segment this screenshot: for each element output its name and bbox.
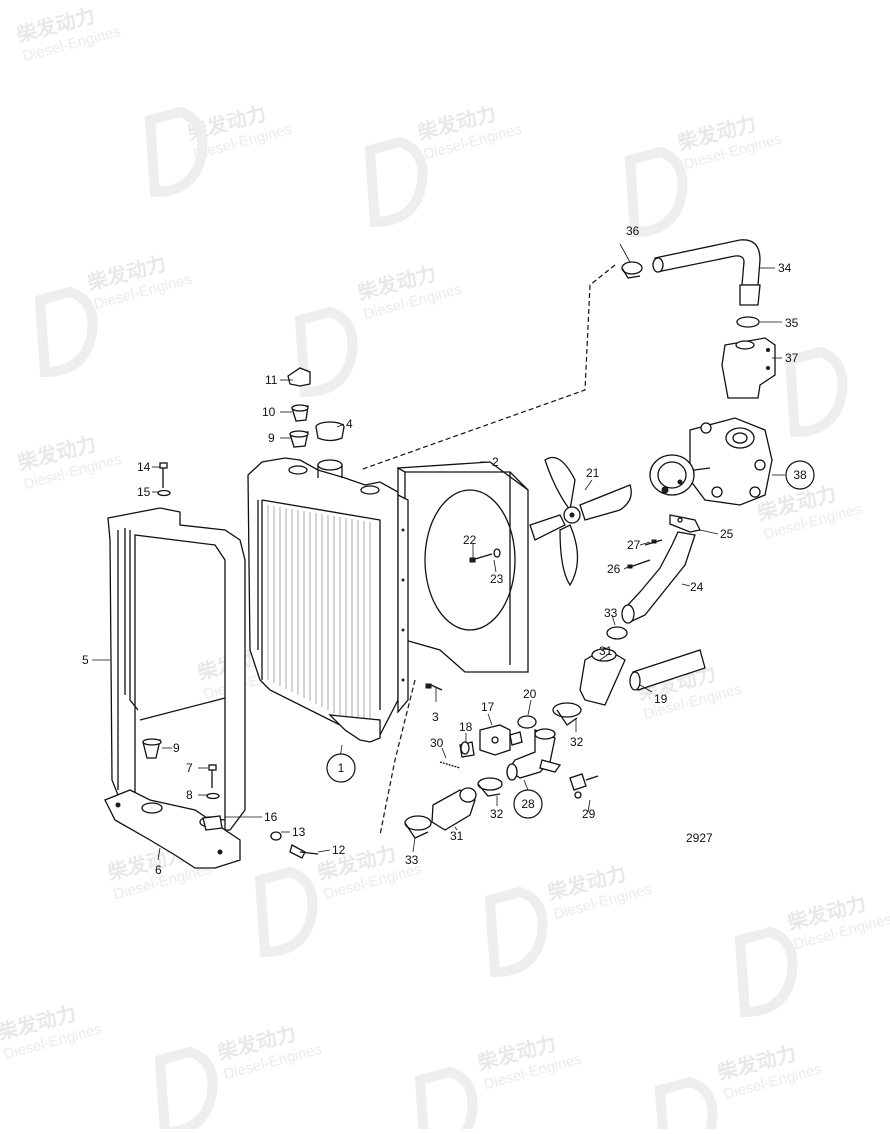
part-label-37: 37: [785, 351, 799, 365]
pipe-assembly: [621, 239, 776, 399]
part-label-23: 23: [490, 572, 504, 586]
part-label-21: 21: [586, 466, 600, 480]
part-label-28: 28: [521, 797, 535, 811]
part-label-14: 14: [137, 460, 151, 474]
hose-31-lower: [404, 777, 503, 839]
part-label-2: 2: [492, 455, 499, 469]
gasket-25: [669, 514, 701, 533]
part-label-31-lower: 31: [450, 829, 464, 843]
hose-31-upper: [552, 626, 628, 726]
callout-circle: [785, 460, 815, 490]
part-label-5: 5: [82, 653, 89, 667]
part-label-31-upper: 31: [599, 644, 613, 658]
part-label-19: 19: [654, 692, 668, 706]
part-label-33-lower: 33: [405, 853, 419, 867]
part-label-12: 12: [332, 843, 346, 857]
part-label-32-lower: 32: [490, 807, 504, 821]
plug-29: [569, 773, 599, 799]
part-label-38: 38: [793, 468, 807, 482]
part-label-11: 11: [265, 373, 278, 387]
radiator: [247, 457, 409, 743]
part-label-8: 8: [186, 788, 193, 802]
housing-37: [721, 337, 776, 399]
part-label-6: 6: [155, 863, 162, 877]
part-label-9-upper: 9: [268, 431, 275, 445]
part-label-1: 1: [338, 761, 345, 775]
part-label-3: 3: [432, 710, 439, 724]
callout-labels: 1 2 3 4 5 6 7 8 9 9 10 11 12 13 14 15 16…: [82, 224, 815, 877]
part-label-32-upper: 32: [570, 735, 584, 749]
radiator-frame: [104, 507, 246, 869]
fitting-17: [439, 715, 537, 769]
part-label-22: 22: [463, 533, 477, 547]
part-label-25: 25: [720, 527, 734, 541]
part-label-7: 7: [186, 761, 193, 775]
part-label-16: 16: [264, 810, 278, 824]
part-label-33-upper: 33: [604, 606, 618, 620]
part-label-10: 10: [262, 405, 276, 419]
elbow-28: [506, 728, 562, 781]
part-label-4: 4: [346, 417, 353, 431]
water-pump: [649, 417, 773, 506]
hose-19: [629, 649, 706, 691]
clip-11: [287, 367, 311, 387]
part-label-35: 35: [785, 316, 799, 330]
part-label-18: 18: [459, 720, 473, 734]
part-label-26: 26: [607, 562, 621, 576]
part-label-29: 29: [582, 807, 596, 821]
part-label-36: 36: [626, 224, 640, 238]
part-label-24: 24: [690, 580, 704, 594]
part-label-30: 30: [430, 736, 444, 750]
small-parts-top: [142, 367, 345, 859]
callout-circle: [326, 753, 356, 783]
part-label-15: 15: [137, 485, 151, 499]
fan-shroud: [397, 461, 529, 673]
leader-lines: [92, 243, 785, 861]
bolt-22: [469, 548, 501, 563]
bolt-3: [425, 683, 443, 691]
hose-24-assembly: [621, 514, 701, 624]
callout-circle: [513, 789, 543, 819]
clamp-35: [736, 316, 760, 328]
part-label-17: 17: [481, 700, 495, 714]
drawing-number: 2927: [686, 831, 713, 845]
part-label-34: 34: [778, 261, 792, 275]
part-label-13: 13: [292, 825, 306, 839]
dashed-connection-lines: [359, 264, 616, 836]
part-label-20: 20: [523, 687, 537, 701]
part-label-9-lower: 9: [173, 741, 180, 755]
part-label-27: 27: [627, 538, 641, 552]
fan: [529, 456, 632, 587]
